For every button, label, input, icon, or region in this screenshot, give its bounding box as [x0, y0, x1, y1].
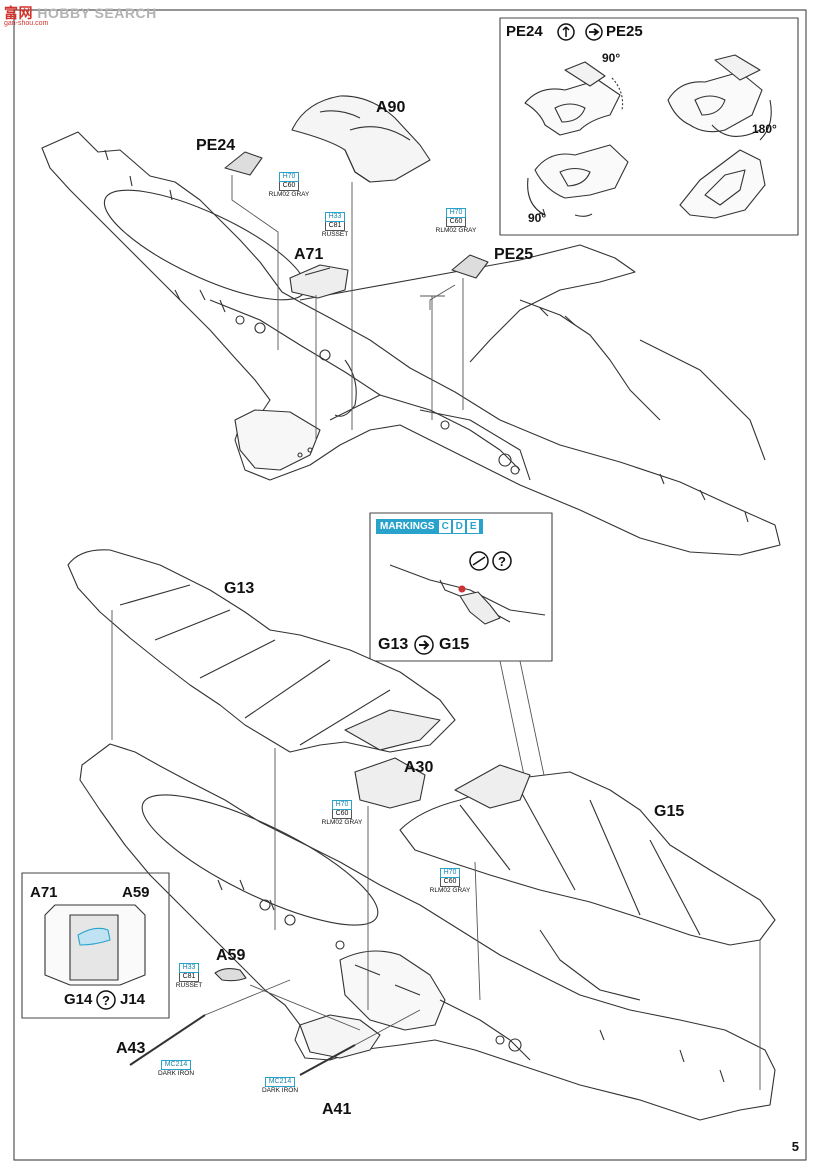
paint-code: H70 — [278, 172, 300, 182]
paint-name: RLM02 GRAY — [268, 191, 310, 198]
svg-text:?: ? — [498, 554, 506, 569]
optional-choice-icon: ? — [96, 990, 116, 1010]
paint-callout-a30: H70 C60 RLM02 GRAY — [314, 800, 370, 827]
watermark-sub: gan-shou.com — [4, 20, 49, 27]
svg-text:?: ? — [102, 993, 110, 1008]
paint-code: H33 — [178, 963, 200, 973]
a43-rod — [129, 1014, 206, 1066]
watermark: 富网 HOBBY SEARCH — [4, 3, 157, 23]
label-a41: A41 — [322, 1101, 352, 1118]
page-frame — [13, 9, 807, 1161]
markings-to-label: G15 — [439, 636, 470, 653]
pe25-bend-sketches — [667, 54, 772, 219]
paint-callout-g15: H70 C60 RLM02 GRAY — [422, 868, 478, 895]
angle-90-bottom: 90° — [528, 211, 547, 225]
paint-code: H70 — [439, 868, 461, 878]
paint-name: RLM02 GRAY — [429, 887, 471, 894]
label-a71: A71 — [294, 246, 324, 263]
g15-part — [399, 764, 776, 946]
paint-code-alt: C60 — [445, 218, 467, 227]
label-pe24: PE24 — [196, 137, 236, 154]
top-wing-assembly — [41, 131, 781, 556]
paint-code: H33 — [324, 212, 346, 222]
angle-180: 180° — [752, 122, 777, 136]
move-arrow-icon — [585, 23, 603, 41]
inset-pe-box — [499, 17, 799, 236]
marking-letter-c: C — [439, 520, 452, 533]
markings-from-label: G13 — [378, 636, 409, 653]
paint-name: DARK IRON — [261, 1087, 299, 1094]
inset-a71-label: A71 — [30, 884, 58, 901]
markings-detail-sketch — [389, 564, 546, 625]
marking-letter-d: D — [453, 520, 466, 533]
label-a30: A30 — [404, 759, 434, 776]
paint-callout-a43: MC214 DARK IRON — [148, 1060, 204, 1078]
paint-name: RLM02 GRAY — [321, 819, 363, 826]
label-g13: G13 — [224, 580, 255, 597]
a71-part — [289, 264, 349, 299]
replace-arrow-icon — [414, 635, 434, 655]
paint-callout-pe24: H70 C60 RLM02 GRAY — [264, 172, 314, 199]
bottom-guide-lines — [111, 610, 761, 1090]
paint-code-alt: C60 — [439, 878, 461, 887]
paint-code-alt: C60 — [331, 810, 353, 819]
label-g15: G15 — [654, 803, 685, 820]
paint-code: MC214 — [264, 1077, 296, 1087]
inset-pe24-label: PE24 — [506, 23, 543, 40]
pe25-part — [451, 254, 489, 279]
markings-label: MARKINGS — [380, 521, 435, 532]
pe24-part — [224, 151, 263, 176]
inset-a71-box — [21, 872, 170, 1019]
top-guide-lines — [231, 175, 464, 440]
remove-optional-icons: ? — [469, 551, 512, 571]
marking-letter-e: E — [467, 520, 480, 533]
angle-90-top: 90° — [602, 51, 621, 65]
a59-part — [214, 967, 247, 982]
inset-a71-sketch — [44, 904, 146, 986]
inset-pe25-label: PE25 — [606, 23, 643, 40]
label-a59: A59 — [216, 947, 246, 964]
label-a90: A90 — [376, 99, 406, 116]
a30-part — [354, 757, 426, 809]
paint-code-alt: C81 — [178, 973, 200, 982]
watermark-latin: HOBBY SEARCH — [37, 5, 157, 21]
paint-name: RLM02 GRAY — [435, 227, 477, 234]
watermark-cjk: 富网 — [4, 5, 33, 21]
label-a43: A43 — [116, 1040, 146, 1057]
inset-a59-label: A59 — [122, 884, 150, 901]
paint-code: MC214 — [160, 1060, 192, 1070]
pe24-bend-sketches — [524, 61, 629, 217]
inset-markings-box — [369, 512, 553, 662]
paint-callout-a59: H33 C81 RUSSET — [164, 963, 214, 990]
paint-code: H70 — [331, 800, 353, 810]
paint-name: DARK IRON — [157, 1070, 195, 1077]
paint-name: RUSSET — [321, 231, 349, 238]
paint-code-alt: C81 — [324, 222, 346, 231]
paint-callout-a41: MC214 DARK IRON — [252, 1077, 308, 1095]
paint-code: H70 — [445, 208, 467, 218]
inset-j14-label: J14 — [120, 991, 146, 1008]
inset-g14-label: G14 — [64, 991, 93, 1008]
paint-code-alt: C60 — [278, 182, 300, 191]
a41-rod — [299, 1044, 356, 1076]
paint-name: RUSSET — [175, 982, 203, 989]
label-pe25: PE25 — [494, 246, 534, 263]
paint-callout-pe25: H70 C60 RLM02 GRAY — [428, 208, 484, 235]
paint-callout-a71: H33 C81 RUSSET — [310, 212, 360, 239]
page-number: 5 — [791, 1139, 799, 1154]
a90-part — [291, 95, 431, 183]
g13-part — [67, 549, 456, 753]
rotate-icon — [557, 23, 575, 41]
